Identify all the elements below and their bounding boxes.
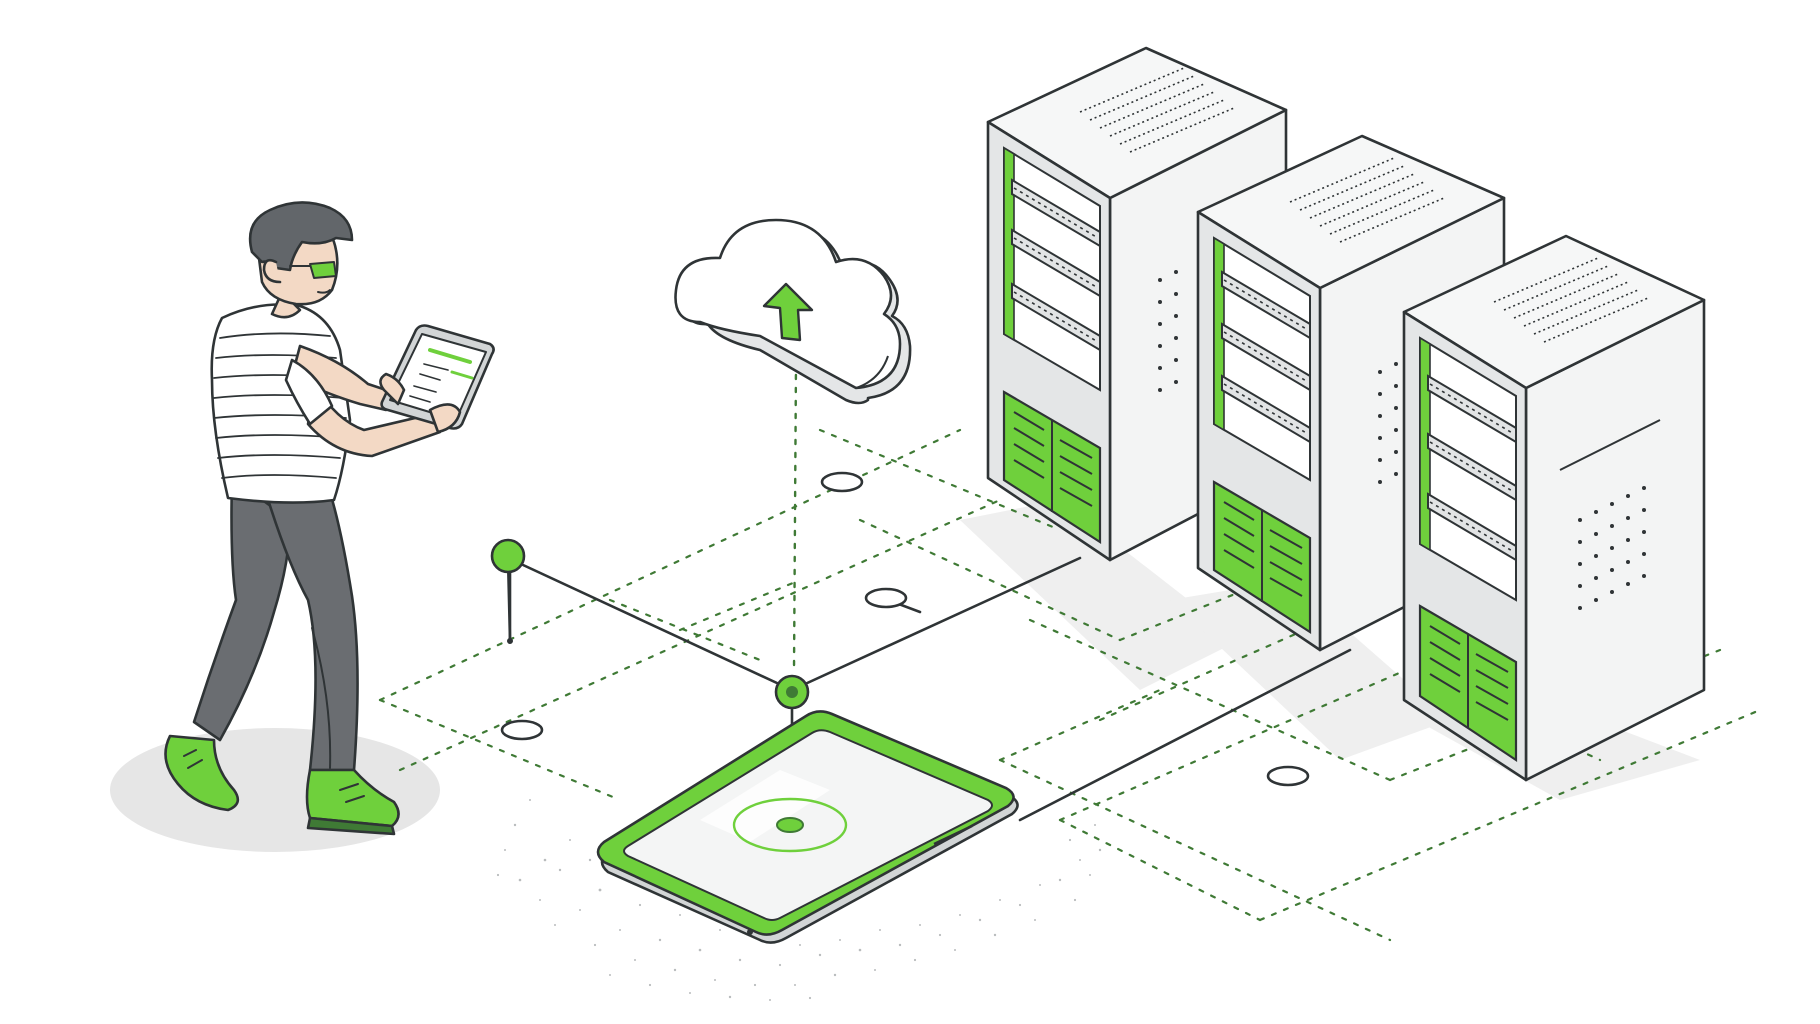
- person-icon: [164, 201, 495, 836]
- tablet-icon: [596, 710, 1019, 944]
- network-node-icon: [1266, 765, 1310, 787]
- server-rack-icon: [1402, 234, 1706, 782]
- network-node-icon: [820, 471, 864, 493]
- network-node-icon: [500, 719, 544, 741]
- floor-speckle: [496, 799, 1102, 1001]
- cloud-upload-icon: [674, 218, 912, 405]
- network-node-icon: [864, 587, 908, 609]
- target-ring: [732, 797, 848, 853]
- up-arrow-icon: [762, 282, 814, 342]
- hub-node-icon: [774, 674, 810, 710]
- upload-link-dotted: [792, 360, 798, 672]
- handheld-tablet-icon: [380, 324, 495, 430]
- green-pin-node: [490, 538, 526, 644]
- network-nodes: [500, 471, 1310, 787]
